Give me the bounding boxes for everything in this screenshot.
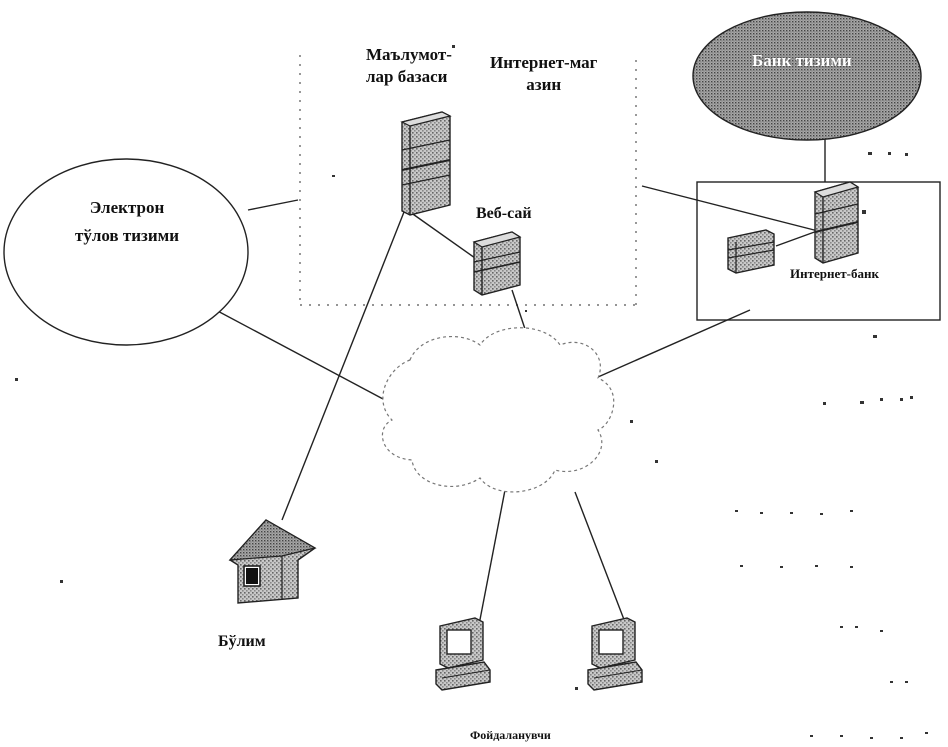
branch-house-icon: [228, 519, 317, 604]
bank-client-icon: [727, 229, 775, 274]
connection-lines: [211, 137, 826, 631]
shop-label-line2: азин: [526, 75, 562, 95]
link-cloud-to-user1: [477, 489, 506, 631]
payment-system-ellipse: [3, 158, 249, 346]
internet-cloud: [381, 327, 615, 493]
user-computer-2-icon: [587, 617, 643, 691]
bank-system-label: Банк тизими: [752, 51, 852, 70]
link-bankserver-to-client: [775, 229, 821, 247]
link-shop-to-bankserver: [641, 185, 823, 233]
link-cloud-to-bank: [597, 309, 751, 378]
bank-system-ellipse: [692, 11, 922, 141]
link-payment-to-shop: [247, 199, 299, 211]
link-db-to-branch: [281, 211, 405, 521]
payment-system-label-line1: Электрон: [89, 198, 165, 217]
payment-system-label: Электрон тўлов тизими: [52, 194, 202, 250]
users-label: Фойдаланувчи: [470, 728, 551, 742]
database-label-line2: лар базаси: [366, 67, 448, 87]
web-server-icon: [472, 231, 522, 296]
bank-server-icon: [813, 181, 860, 264]
database-label: Маълумот- лар базаси: [366, 44, 452, 88]
website-label: Веб-сай: [476, 205, 532, 222]
link-payment-to-cloud: [211, 307, 386, 401]
internet-bank-box: [696, 181, 941, 321]
internet-shop-region: [299, 55, 637, 306]
shop-label: Интернет-маг азин: [490, 52, 597, 96]
link-cloud-to-user2: [574, 491, 629, 631]
link-web-to-cloud: [511, 289, 528, 336]
user-computer-1-icon: [435, 617, 491, 691]
database-label-line1: Маълумот-: [366, 45, 452, 64]
link-db-to-web: [409, 211, 476, 259]
branch-label: Бўлим: [218, 633, 266, 650]
shop-label-line1: Интернет-маг: [490, 53, 598, 72]
database-server-icon: [400, 111, 452, 216]
payment-system-label-line2: тўлов тизими: [74, 226, 180, 246]
internet-bank-label: Интернет-банк: [790, 266, 879, 281]
